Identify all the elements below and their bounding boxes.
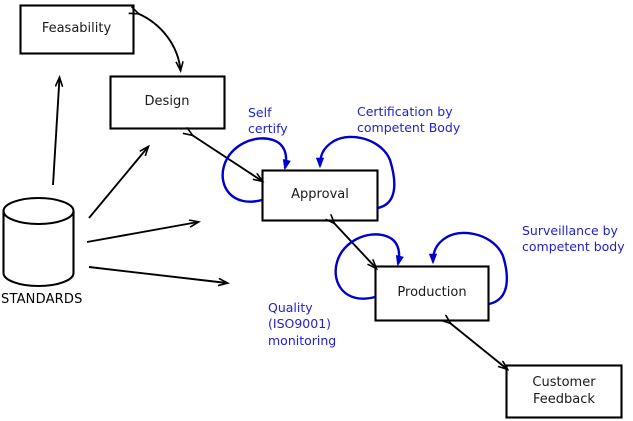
connector-approval-production — [334, 223, 376, 268]
connector-feasability-design — [138, 14, 181, 71]
connector-standards-design — [88, 147, 148, 219]
connector-standards-right-lower — [88, 266, 227, 283]
connector-standards-right-upper — [86, 222, 198, 243]
annotation-surveillance-by-competent-body: Surveillance by competent body — [522, 223, 625, 255]
loop-certification — [320, 135, 396, 210]
node-standards-cylinder[interactable] — [2, 196, 75, 288]
loop-quality — [334, 233, 399, 300]
loop-self-certify — [221, 137, 286, 203]
loop-surveillance — [433, 231, 508, 306]
annotation-quality-iso9001-monitoring: Quality (ISO9001) monitoring — [268, 300, 337, 348]
node-production[interactable] — [374, 265, 490, 322]
connector-standards-feasability — [52, 78, 60, 186]
annotation-certification-by-competent-body: Certification by competent Body — [357, 104, 461, 136]
node-customer-feedback[interactable] — [505, 364, 623, 419]
node-design[interactable] — [109, 75, 226, 130]
connector-production-customer-feedback — [450, 323, 507, 369]
node-label-standards: STANDARDS — [1, 292, 83, 307]
node-feasability[interactable] — [19, 4, 135, 55]
annotation-self-certify: Self certify — [248, 105, 288, 137]
node-approval[interactable] — [261, 169, 379, 222]
